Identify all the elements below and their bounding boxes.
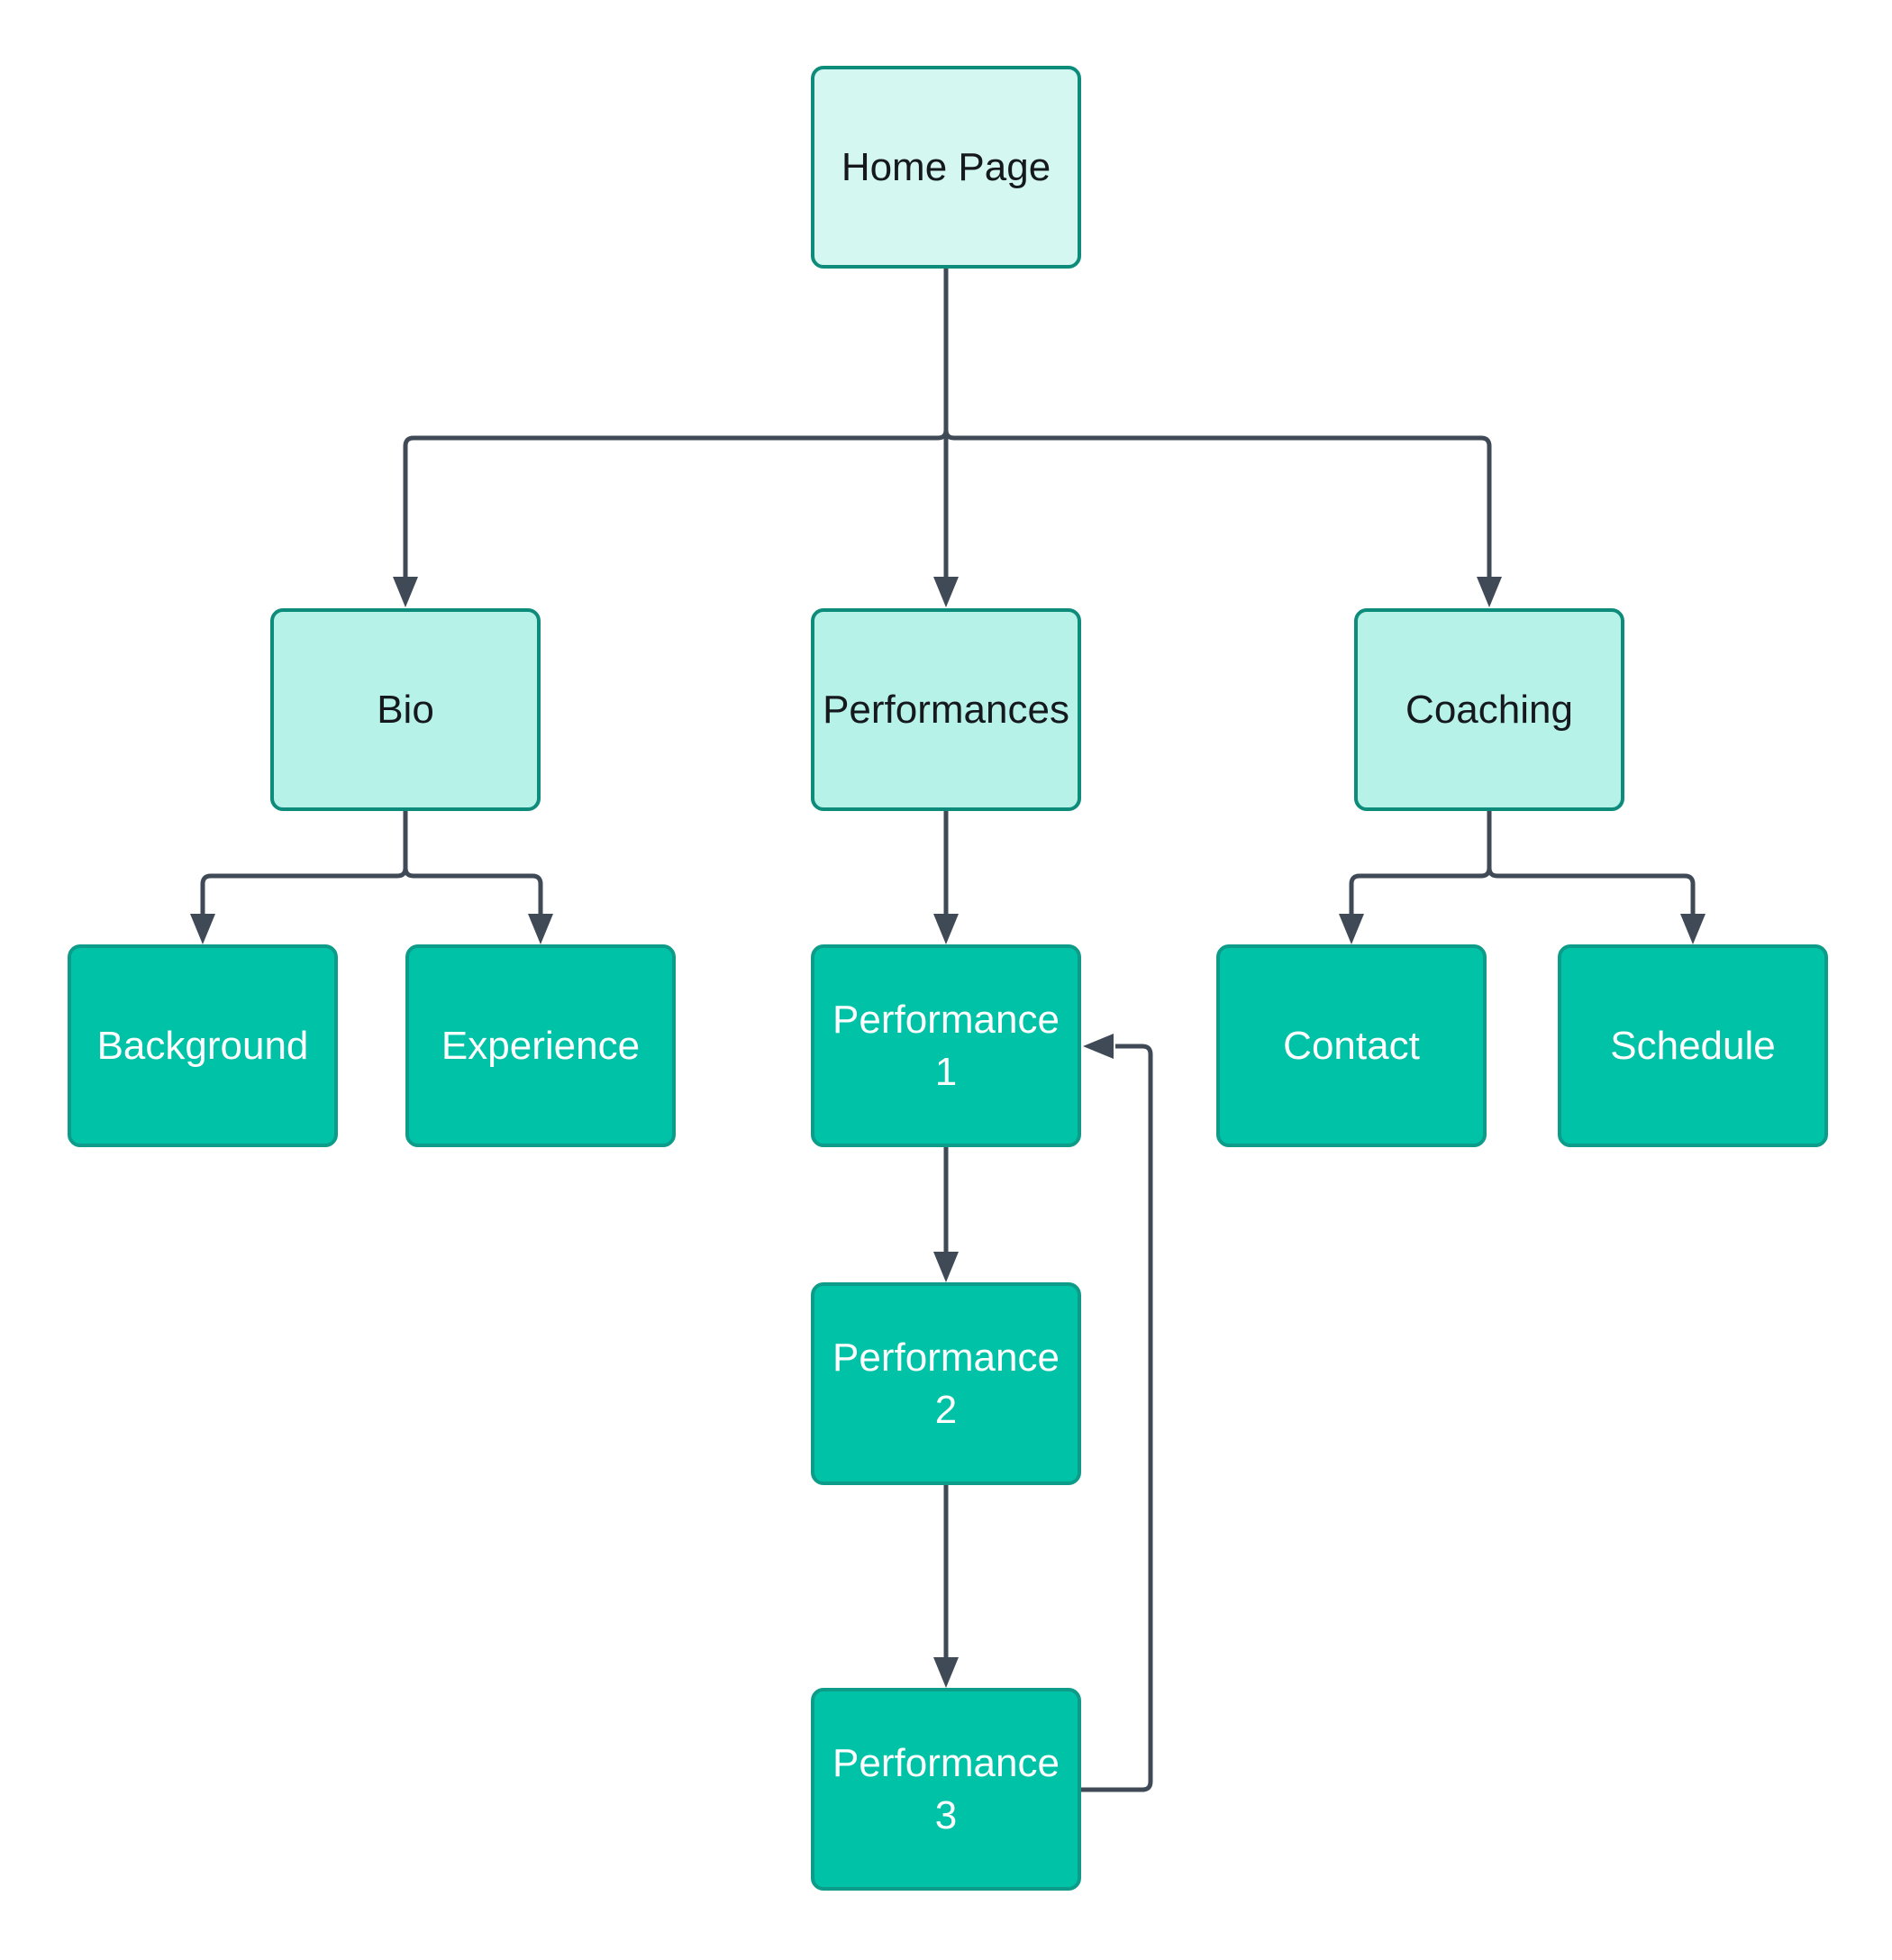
arrowhead-left-icon xyxy=(1083,1034,1114,1059)
arrowhead-down-icon xyxy=(933,1657,959,1688)
node-background-label: Background xyxy=(96,1023,309,1068)
node-coaching-label: Coaching xyxy=(1405,687,1573,732)
edge-bio-to-background xyxy=(190,811,408,944)
edge-home-to-coaching xyxy=(943,269,1502,607)
node-background[interactable]: Background xyxy=(68,944,338,1147)
node-performance-2-label: Performance 2 xyxy=(832,1336,1060,1432)
arrowhead-down-icon xyxy=(190,914,215,944)
arrowhead-down-icon xyxy=(1477,577,1502,607)
node-performances-label: Performances xyxy=(823,687,1069,732)
node-contact[interactable]: Contact xyxy=(1216,944,1487,1147)
arrowhead-down-icon xyxy=(393,577,418,607)
arrowhead-down-icon xyxy=(528,914,553,944)
arrowhead-down-icon xyxy=(1339,914,1364,944)
edge-home-to-bio xyxy=(393,269,949,607)
node-contact-label: Contact xyxy=(1283,1023,1420,1068)
arrowhead-down-icon xyxy=(1680,914,1706,944)
arrowhead-down-icon xyxy=(933,914,959,944)
node-experience[interactable]: Experience xyxy=(405,944,676,1147)
edge-coaching-to-contact xyxy=(1339,811,1492,944)
node-bio-label: Bio xyxy=(377,687,434,732)
edge-performance-1-to-performance-2 xyxy=(933,1147,959,1282)
node-performance-1[interactable]: Performance 1 xyxy=(811,944,1081,1147)
arrowhead-down-icon xyxy=(933,577,959,607)
node-performances[interactable]: Performances xyxy=(811,608,1081,811)
node-bio[interactable]: Bio xyxy=(270,608,541,811)
edge-performances-to-performance-1 xyxy=(933,811,959,944)
node-performance-3-label: Performance 3 xyxy=(832,1741,1060,1837)
arrowhead-down-icon xyxy=(933,1252,959,1282)
node-coaching[interactable]: Coaching xyxy=(1354,608,1624,811)
node-performance-1-label: Performance 1 xyxy=(832,998,1060,1094)
edge-performance-3-to-performance-1-loop xyxy=(1081,1034,1153,1792)
node-home-page[interactable]: Home Page xyxy=(811,66,1081,269)
node-performance-3[interactable]: Performance 3 xyxy=(811,1688,1081,1891)
edge-performance-2-to-performance-3 xyxy=(933,1485,959,1688)
node-schedule[interactable]: Schedule xyxy=(1558,944,1828,1147)
node-home-page-label: Home Page xyxy=(841,144,1051,189)
edge-coaching-to-schedule xyxy=(1487,811,1706,944)
node-schedule-label: Schedule xyxy=(1610,1023,1776,1068)
node-performance-2[interactable]: Performance 2 xyxy=(811,1282,1081,1485)
edge-bio-to-experience xyxy=(403,811,553,944)
node-experience-label: Experience xyxy=(441,1023,641,1068)
